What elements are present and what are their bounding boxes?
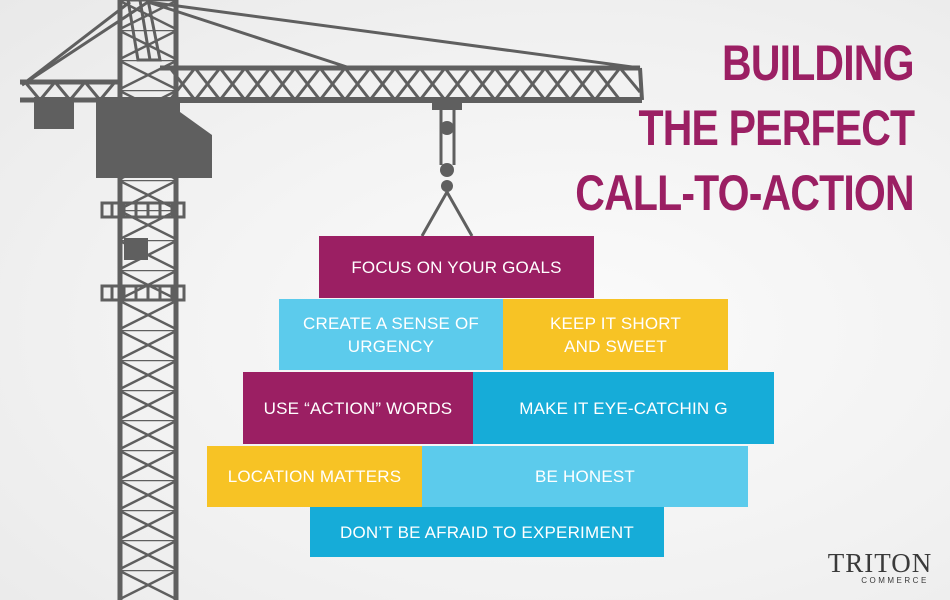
triton-commerce-logo: TRITON COMMERCE <box>820 549 940 586</box>
logo-subtitle: COMMERCE <box>861 576 929 585</box>
crane-hook-assembly <box>420 100 474 237</box>
crane-counterweight <box>34 97 74 129</box>
block-eye-catching: MAKE IT EYE-CATCHIN G <box>473 372 774 444</box>
crane-mast-box <box>124 238 148 260</box>
logo-name: TRITON <box>827 548 933 578</box>
block-focus-on-goals: FOCUS ON YOUR GOALS <box>319 236 594 298</box>
title-line-3: CALL-TO-ACTION <box>575 165 915 221</box>
block-sense-of-urgency: CREATE A SENSE OF URGENCY <box>279 299 503 370</box>
block-sense-of-urgency-line2: URGENCY <box>347 336 435 356</box>
block-focus-on-goals-text: FOCUS ON YOUR GOALS <box>351 257 562 277</box>
crane-jib <box>160 65 644 103</box>
block-short-and-sweet: KEEP IT SHORT AND SWEET <box>503 299 728 370</box>
title-line-1: BUILDING <box>722 35 914 91</box>
crane-mast-collars <box>100 201 186 302</box>
block-eye-catching-text: MAKE IT EYE-CATCHIN G <box>519 398 728 418</box>
block-be-honest: BE HONEST <box>422 446 748 507</box>
block-short-and-sweet-line1: KEEP IT SHORT <box>549 313 682 333</box>
block-short-and-sweet-line2: AND SWEET <box>564 336 667 356</box>
title-line-2: THE PERFECT <box>638 100 915 156</box>
crane-tower-top <box>126 0 162 62</box>
block-sense-of-urgency-line1: CREATE A SENSE OF <box>303 313 479 333</box>
block-action-words: USE “ACTION” WORDS <box>243 372 473 444</box>
block-be-honest-text: BE HONEST <box>534 467 636 486</box>
block-location-matters-text: LOCATION MATTERS <box>227 467 402 486</box>
block-location-matters: LOCATION MATTERS <box>207 446 422 507</box>
block-experiment-text: DON’T BE AFRAID TO EXPERIMENT <box>340 522 634 542</box>
block-experiment: DON’T BE AFRAID TO EXPERIMENT <box>310 507 664 557</box>
crane-cab <box>96 97 212 178</box>
block-action-words-text: USE “ACTION” WORDS <box>263 398 453 418</box>
